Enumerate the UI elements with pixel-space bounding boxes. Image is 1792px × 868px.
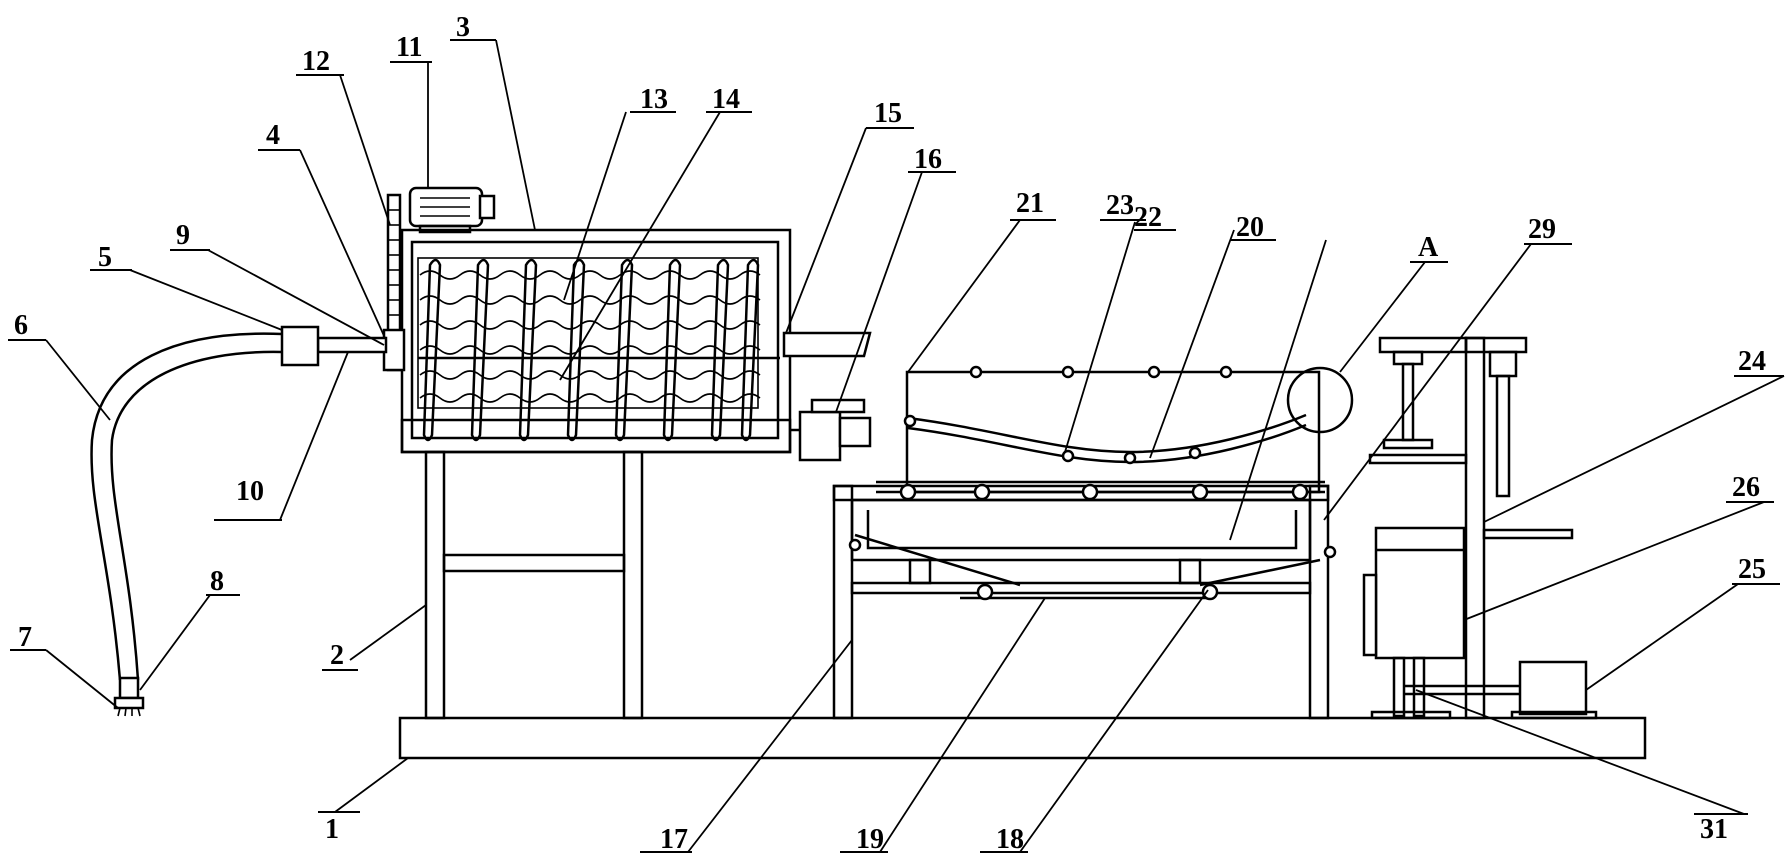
screen-belt [903,413,1307,465]
label-26: 26 [1732,472,1760,503]
label-21: 21 [1016,188,1044,219]
left-support-frame [424,450,644,720]
drum-housing [400,228,792,454]
label-13: 13 [640,84,668,115]
outlet-chute [782,331,872,358]
label-31: 31 [1700,814,1728,845]
label-10: 10 [236,476,264,507]
label-9: 9 [176,220,190,251]
label-18: 18 [996,824,1024,855]
label-15: 15 [874,98,902,129]
label-17: 17 [660,824,688,855]
label-11: 11 [396,32,422,63]
part-labels: 1 2 3 4 5 6 7 8 9 10 11 12 13 14 15 16 1… [14,12,1766,855]
chain-transmission [382,193,406,372]
label-29: 29 [1528,214,1556,245]
label-5: 5 [98,242,112,273]
center-frame [832,484,1330,720]
label-8: 8 [210,566,224,597]
suction-hose [90,332,283,681]
label-4: 4 [266,120,280,151]
spiral-screw [417,257,780,442]
label-a: A [1418,232,1439,263]
label-24: 24 [1738,346,1766,377]
pipes [1370,656,1520,720]
valve [790,398,872,462]
base-plate [398,716,1647,760]
label-1: 1 [325,814,339,845]
label-20: 20 [1236,212,1264,243]
pump [280,325,320,367]
water-pump [1510,660,1598,720]
label-6: 6 [14,310,28,341]
label-12: 12 [302,46,330,77]
label-2: 2 [330,640,344,671]
hose-nozzle [113,676,145,717]
label-19: 19 [856,824,884,855]
label-7: 7 [18,622,32,653]
label-23: 23 [1106,190,1134,221]
leader-lines [45,39,1785,853]
label-underlines [8,39,1784,853]
lower-belt [848,533,1337,601]
filter-tank [850,498,1312,585]
label-16: 16 [914,144,942,175]
motor [408,186,496,234]
storage-tank [1362,526,1466,660]
label-14: 14 [712,84,740,115]
label-3: 3 [456,12,470,43]
detail-circle-a [1286,366,1354,434]
label-22: 22 [1134,202,1162,233]
upper-sieve-frame [876,365,1325,501]
label-25: 25 [1738,554,1766,585]
